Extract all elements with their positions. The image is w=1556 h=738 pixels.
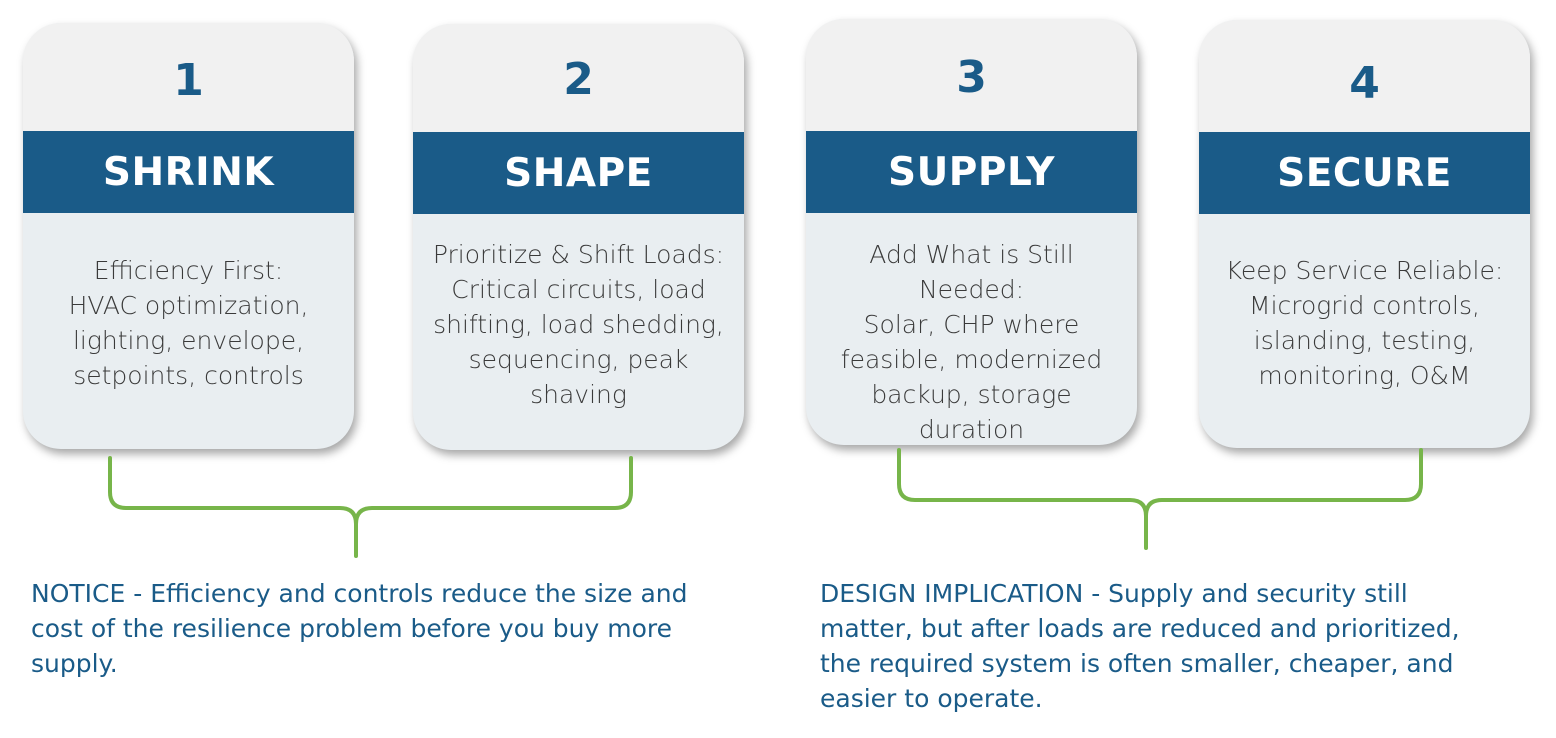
description-line: Critical circuits, load [451,275,706,304]
description-line: setpoints, controls [73,361,304,390]
notice-line: NOTICE - Efficiency and controls reduce … [31,579,688,608]
description-line: Solar, CHP where [863,310,1080,339]
step-number: 3 [956,52,987,103]
card-header [413,24,744,132]
step-title: SECURE [1199,132,1530,214]
description-line: Prioritize & Shift Loads: [432,240,725,269]
step-card-shape: 2 SHAPE Prioritize & Shift Loads: Critic… [413,24,744,450]
description-line: islanding, testing, [1253,326,1476,355]
notice-text: NOTICE - Efficiency and controls reduce … [31,576,751,681]
description-line: HVAC optimization, [68,291,309,320]
description-line: Needed: [918,275,1024,304]
card-header [806,19,1137,131]
description-line: feasible, modernized [840,345,1103,374]
step-description: Efficiency First: HVAC optimization, lig… [29,253,348,393]
step-number: 4 [1349,58,1380,109]
design-line: matter, but after loads are reduced and … [820,614,1460,643]
step-description: Keep Service Reliable: Microgrid control… [1205,253,1524,393]
card-header [1199,20,1530,132]
description-line: Keep Service Reliable: [1225,256,1504,285]
step-number: 1 [173,55,204,106]
step-number: 2 [563,54,594,105]
notice-line: cost of the resilience problem before yo… [31,614,672,643]
design-implication-text: DESIGN IMPLICATION - Supply and security… [820,576,1520,716]
description-line: Microgrid controls, [1249,291,1480,320]
step-card-secure: 4 SECURE Keep Service Reliable: Microgri… [1199,20,1530,448]
description-line: duration [918,415,1025,444]
step-card-supply: 3 SUPPLY Add What is Still Needed: Solar… [806,19,1137,445]
description-line: sequencing, peak [468,345,689,374]
card-header [23,23,354,131]
notice-line: supply. [31,649,118,678]
design-line: DESIGN IMPLICATION - Supply and security… [820,579,1408,608]
description-line: shaving [530,380,627,409]
step-description: Add What is Still Needed: Solar, CHP whe… [812,237,1131,445]
step-description: Prioritize & Shift Loads: Critical circu… [419,237,738,412]
description-line: Add What is Still [869,240,1074,269]
design-line: the required system is often smaller, ch… [820,649,1454,678]
step-title: SUPPLY [806,131,1137,213]
description-line: lighting, envelope, [72,326,305,355]
description-line: backup, storage [871,380,1072,409]
step-card-shrink: 1 SHRINK Efficiency First: HVAC optimiza… [23,23,354,449]
step-title: SHAPE [413,132,744,214]
design-line: easier to operate. [820,684,1043,713]
description-line: Efficiency First: [93,256,284,285]
right-curly-bracket [897,448,1423,550]
description-line: monitoring, O&M [1258,361,1471,390]
description-line: shifting, load shedding, [433,310,724,339]
step-title: SHRINK [23,131,354,213]
left-curly-bracket [108,456,633,558]
